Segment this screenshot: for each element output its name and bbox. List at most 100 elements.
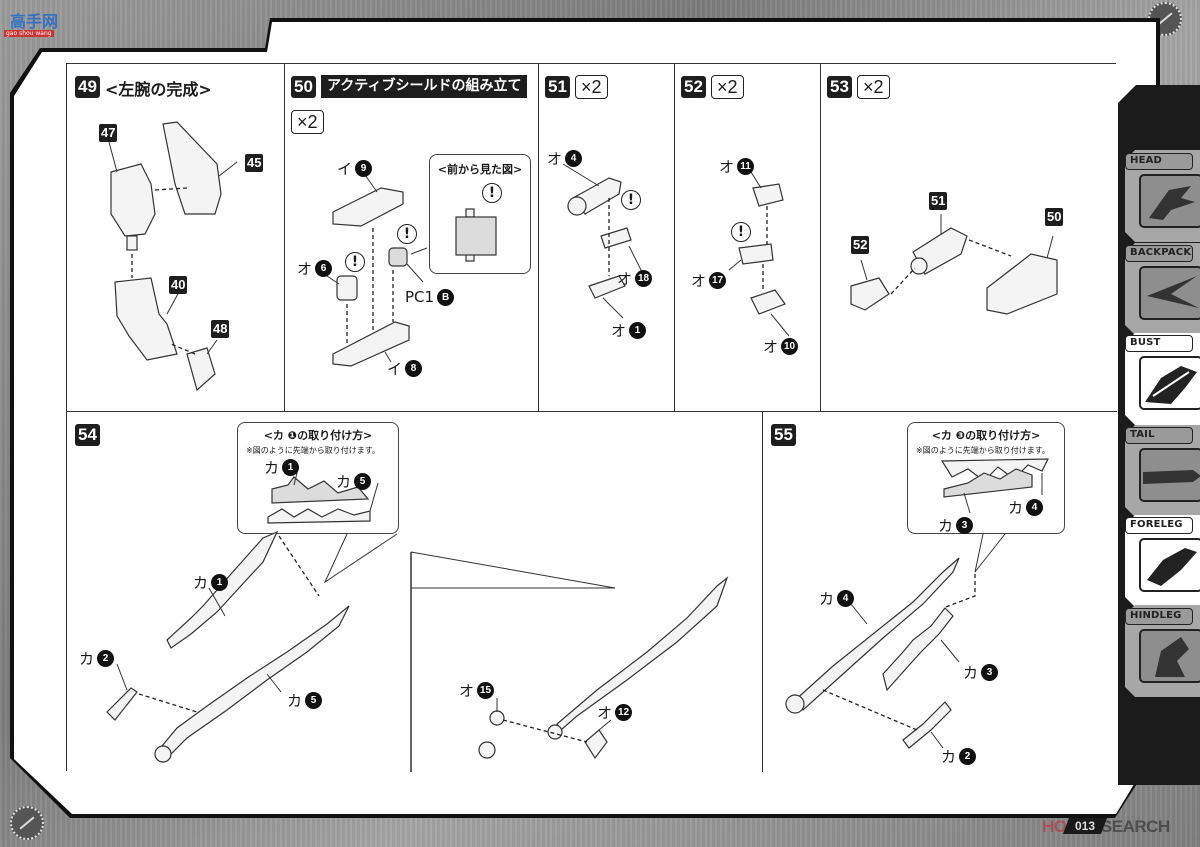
front-view-callout: <前から見た図> ! (429, 154, 531, 274)
step-number: 54 (75, 424, 100, 446)
bust-thumbnail-icon (1139, 356, 1200, 410)
part-number: 9 (355, 160, 373, 177)
part-tag: 51 (929, 192, 948, 210)
warning-icon: ! (621, 190, 641, 210)
watermark-part-b: SEARCH (1100, 817, 1170, 836)
steps-grid: 49 <左腕の完成> 47 45 40 48 50 アクティブシールドの組み立て… (66, 63, 1117, 772)
part-number: 17 (709, 272, 727, 289)
step-49: 49 <左腕の完成> 47 45 40 48 (67, 64, 285, 412)
runner-letter: オ (297, 260, 313, 278)
part-number: 15 (477, 682, 495, 699)
step-number: 52 (681, 76, 706, 98)
part-number: 2 (959, 748, 977, 765)
part-assembly-diagram (850, 214, 1058, 315)
part-tag: 45 (245, 154, 264, 172)
logo-text: 高手网 (10, 12, 59, 31)
step-number: 49 (75, 76, 100, 98)
sidebar-item-backpack[interactable]: BACKPACK (1125, 245, 1200, 320)
sidebar-item-label: HEAD (1125, 153, 1193, 170)
sidebar-item-label: BACKPACK (1125, 245, 1193, 262)
part-number: 1 (211, 574, 229, 591)
tail-thumbnail-icon (1139, 448, 1200, 502)
runner-letter: カ (938, 517, 954, 535)
part-tag: 48 (211, 320, 230, 338)
part-number: 8 (405, 360, 423, 377)
warning-icon: ! (731, 222, 751, 242)
runner-letter: カ (193, 574, 209, 592)
page-number: 013 (1063, 818, 1107, 834)
sidebar-item-label: HINDLEG (1125, 608, 1193, 625)
foreleg-thumbnail-icon (1139, 538, 1200, 592)
site-logo-watermark: 高手网 gao shou wang (4, 4, 70, 37)
head-thumbnail-icon (1139, 174, 1200, 228)
part-number: 5 (354, 473, 372, 490)
warning-icon: ! (397, 224, 417, 244)
sidebar-item-bust[interactable]: BUST (1125, 335, 1200, 410)
runner-letter: オ (763, 338, 779, 356)
backpack-thumbnail-icon (1139, 266, 1200, 320)
sidebar-item-hindleg[interactable]: HINDLEG (1125, 608, 1200, 683)
runner-letter: カ (1008, 499, 1024, 517)
part-number: 3 (956, 517, 974, 534)
sidebar-item-head[interactable]: HEAD (1125, 153, 1200, 228)
compass-emblem-icon (10, 806, 44, 840)
part-number: 18 (635, 270, 653, 287)
runner-letter: カ (264, 459, 280, 477)
runner-letter: カ (941, 748, 957, 766)
step-number: 50 (291, 76, 316, 98)
hindleg-thumbnail-icon (1139, 629, 1200, 683)
sidebar-item-label: BUST (1125, 335, 1193, 352)
runner-letter: オ (547, 150, 563, 168)
part-tag: 40 (169, 276, 188, 294)
arm-assembly-diagram (108, 121, 238, 392)
logo-subtext: gao shou wang (4, 30, 54, 37)
runner-letter: カ (336, 473, 352, 491)
step-title: <左腕の完成> (105, 80, 212, 99)
part-assembly-diagram (562, 163, 644, 319)
warning-icon: ! (482, 183, 502, 203)
sidebar-item-foreleg[interactable]: FORELEG (1125, 517, 1200, 592)
runner-letter: PC1 (405, 288, 435, 306)
step-53: 53 ×2 52 51 50 (821, 64, 1117, 412)
front-view-diagram (455, 208, 497, 262)
step-number: 55 (771, 424, 796, 446)
part-tag: 47 (99, 124, 118, 142)
callout-title: <前から見た図> (437, 163, 523, 176)
runner-letter: オ (691, 272, 707, 290)
callout-note: ※図のように先端から取り付けます。 (916, 446, 1050, 455)
callout-note: ※図のように先端から取り付けます。 (246, 446, 380, 455)
step-number: 51 (545, 76, 570, 98)
runner-letter: オ (459, 682, 475, 700)
shield-assembly-diagram (326, 171, 428, 367)
part-tag: 50 (1045, 208, 1064, 226)
part-number: 4 (1026, 499, 1044, 516)
sidebar-item-tail[interactable]: TAIL (1125, 427, 1200, 502)
quantity-badge: ×2 (857, 75, 890, 99)
quantity-badge: ×2 (575, 75, 608, 99)
part-number: 3 (981, 664, 999, 681)
part-assembly-diagram (728, 171, 790, 337)
attachment-diagram (940, 458, 1049, 514)
part-number: 2 (97, 650, 115, 667)
runner-letter: イ (337, 160, 353, 178)
